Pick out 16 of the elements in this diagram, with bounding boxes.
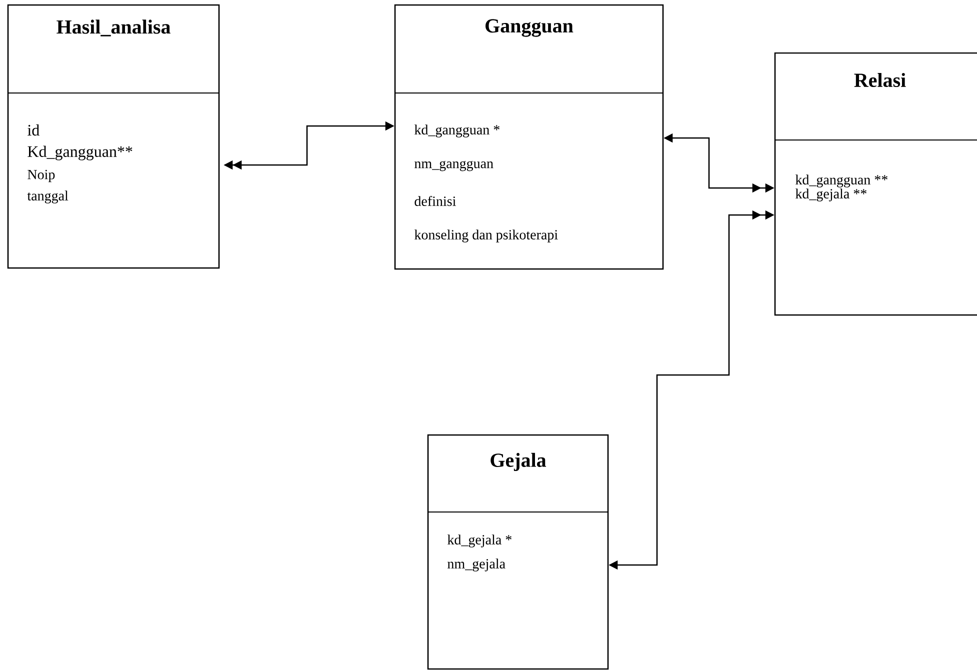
field-name: tanggal: [27, 190, 68, 204]
table-title: Gejala: [490, 452, 546, 472]
field-name: Noip: [28, 170, 55, 182]
field-name: kd_gangguan **: [795, 174, 888, 188]
field-name: kd_gangguan *: [414, 124, 500, 138]
table-title: Relasi: [854, 72, 906, 88]
field-name: nm_gejala: [448, 558, 506, 572]
field-name: id: [28, 124, 40, 136]
table-title: Hasil_analisa: [56, 20, 170, 36]
field-name: kd_gejala **: [795, 188, 866, 202]
field-name: kd_gejala *: [447, 534, 512, 548]
field-name: Kd_gangguan**: [28, 146, 132, 160]
table-title: Gangguan: [486, 19, 574, 37]
field-name: nm_gangguan: [414, 160, 494, 172]
field-name: definisi: [414, 196, 456, 206]
field-name: konseling dan psikoterapi: [414, 230, 558, 242]
